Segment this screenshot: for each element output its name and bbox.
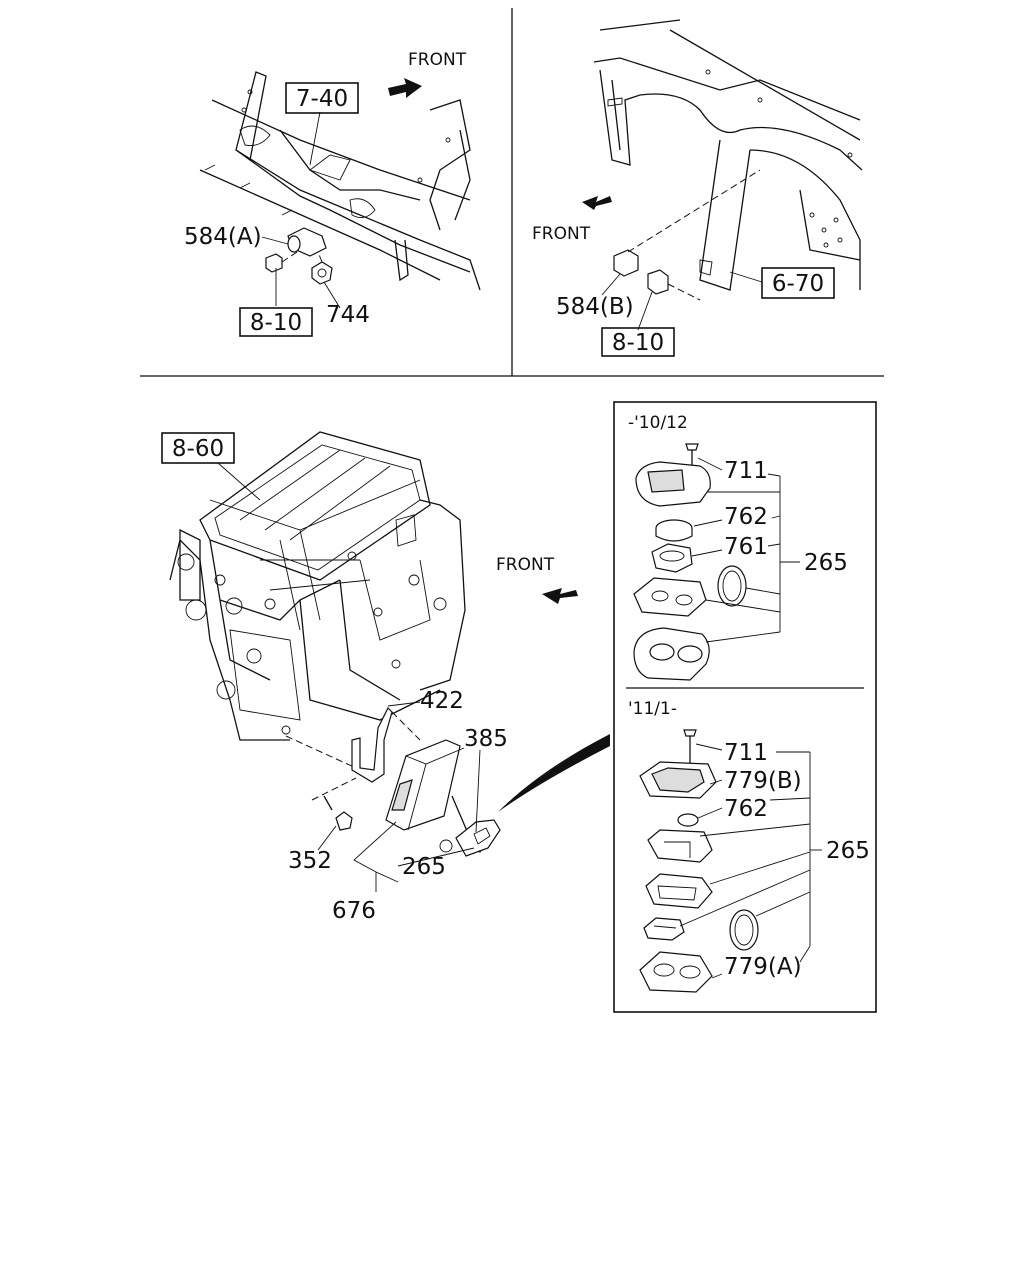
inset-bottom-711-label: 711 xyxy=(724,740,768,766)
inset-bottom-762-label: 762 xyxy=(724,796,768,822)
ref-8-10-left-label: 8-10 xyxy=(250,310,302,336)
front-arrow-top-right xyxy=(582,196,612,210)
inset-bottom-779a-label: 779(A) xyxy=(724,954,802,980)
inset-bottom-265-label: 265 xyxy=(826,838,870,864)
hvac-unit-drawing xyxy=(169,431,466,741)
part-422-label: 422 xyxy=(420,688,464,714)
inset-callout-sweep xyxy=(498,734,610,812)
part-584b-label: 584(B) xyxy=(556,294,634,320)
ref-8-10-right-label: 8-10 xyxy=(612,330,664,356)
inset-bottom-779b-label: 779(B) xyxy=(724,768,802,794)
ref-6-70-label: 6-70 xyxy=(772,271,824,297)
inset-bottom-date: '11/1- xyxy=(628,699,677,719)
front-arrow-top-left xyxy=(388,78,422,98)
part-744-label: 744 xyxy=(326,302,370,328)
ref-box-8-10-right[interactable]: 8-10 xyxy=(601,327,675,357)
bracket-422-drawing xyxy=(285,706,421,783)
part-352-label: 352 xyxy=(288,848,332,874)
front-label-top-left: FRONT xyxy=(408,50,467,70)
ref-7-40-label: 7-40 xyxy=(296,86,348,112)
front-label-bottom: FRONT xyxy=(496,555,555,575)
control-module-676-drawing xyxy=(385,739,465,831)
screw-352-drawing xyxy=(311,777,357,831)
inset-top-711-label: 711 xyxy=(724,458,768,484)
sensor-584b-drawing xyxy=(613,169,761,301)
ref-8-60-label: 8-60 xyxy=(172,436,224,462)
part-265-main-label: 265 xyxy=(402,854,446,880)
ref-box-6-70[interactable]: 6-70 xyxy=(761,267,835,299)
inset-top-parts-drawing xyxy=(633,443,747,681)
front-arrow-bottom xyxy=(542,588,578,604)
inset-bottom-parts-drawing xyxy=(639,729,759,993)
frame-bracket-drawing xyxy=(593,19,863,291)
top-left-panel xyxy=(199,71,481,309)
inset-top-265-label: 265 xyxy=(804,550,848,576)
front-label-top-right: FRONT xyxy=(532,224,591,244)
sensor-584a-drawing xyxy=(265,227,333,285)
part-676-label: 676 xyxy=(332,898,376,924)
inset-top-761-label: 761 xyxy=(724,534,768,560)
key-fob-265-drawing xyxy=(439,819,501,857)
top-right-panel xyxy=(582,19,863,331)
dashboard-crossmember-drawing xyxy=(199,71,481,291)
ref-box-8-60[interactable]: 8-60 xyxy=(161,432,235,464)
part-385-label: 385 xyxy=(464,726,508,752)
ref-box-8-10-left[interactable]: 8-10 xyxy=(239,307,313,337)
inset-top-762-label: 762 xyxy=(724,504,768,530)
ref-box-7-40[interactable]: 7-40 xyxy=(285,82,359,114)
inset-frame xyxy=(613,401,877,1013)
inset-top-date: -'10/12 xyxy=(628,413,688,433)
part-584a-label: 584(A) xyxy=(184,224,262,250)
